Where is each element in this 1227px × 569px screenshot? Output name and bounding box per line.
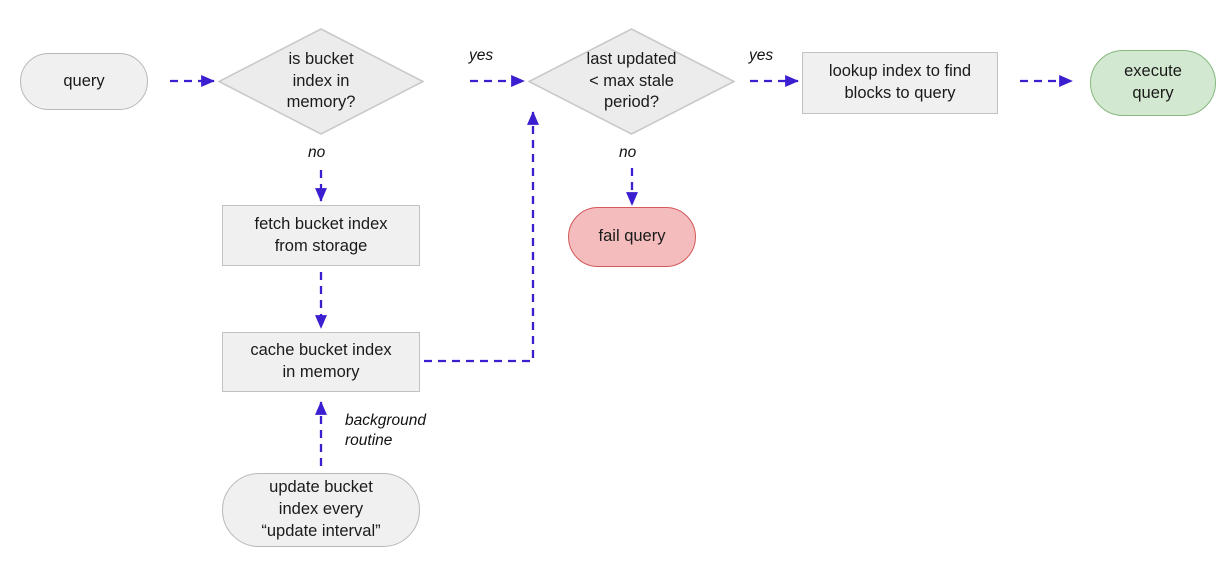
node-is-bucket-index-in-memory-label: is bucket index in memory? [286, 49, 356, 112]
node-last-updated-max-stale-label: last updated < max stale period? [586, 49, 677, 112]
node-fail-query[interactable]: fail query [568, 207, 696, 267]
node-lookup-index-label: lookup index to find blocks to query [828, 62, 972, 102]
node-update-bucket-index[interactable]: update bucket index every “update interv… [222, 473, 420, 547]
diamond-shape-decision2 [528, 28, 735, 135]
node-last-updated-max-stale[interactable]: last updated < max stale period? [528, 28, 735, 135]
node-cache-bucket-index[interactable]: cache bucket index in memory [222, 332, 420, 392]
edge-label-background-routine: background routine [345, 412, 427, 450]
node-is-bucket-index-in-memory[interactable]: is bucket index in memory? [218, 28, 424, 135]
node-query[interactable]: query [20, 53, 148, 110]
edge-cache-to-decision2-loopback [424, 111, 539, 363]
node-fetch-bucket-index[interactable]: fetch bucket index from storage [222, 205, 420, 266]
diamond-shape-decision1 [218, 28, 424, 135]
node-query-label: query [63, 71, 105, 90]
edge-label-no-stale: no [619, 144, 637, 161]
node-fail-query-label: fail query [598, 227, 666, 246]
edge-label-no-memory: no [308, 144, 326, 161]
node-execute-query-label: execute query [1124, 62, 1182, 102]
node-update-bucket-index-label: update bucket index every “update interv… [261, 478, 381, 540]
edge-label-yes-memory: yes [469, 47, 494, 64]
edge-label-yes-stale: yes [749, 47, 774, 64]
node-cache-bucket-index-label: cache bucket index in memory [250, 341, 392, 381]
node-lookup-index[interactable]: lookup index to find blocks to query [802, 52, 998, 114]
node-fetch-bucket-index-label: fetch bucket index from storage [254, 214, 388, 255]
node-execute-query[interactable]: execute query [1090, 50, 1216, 116]
